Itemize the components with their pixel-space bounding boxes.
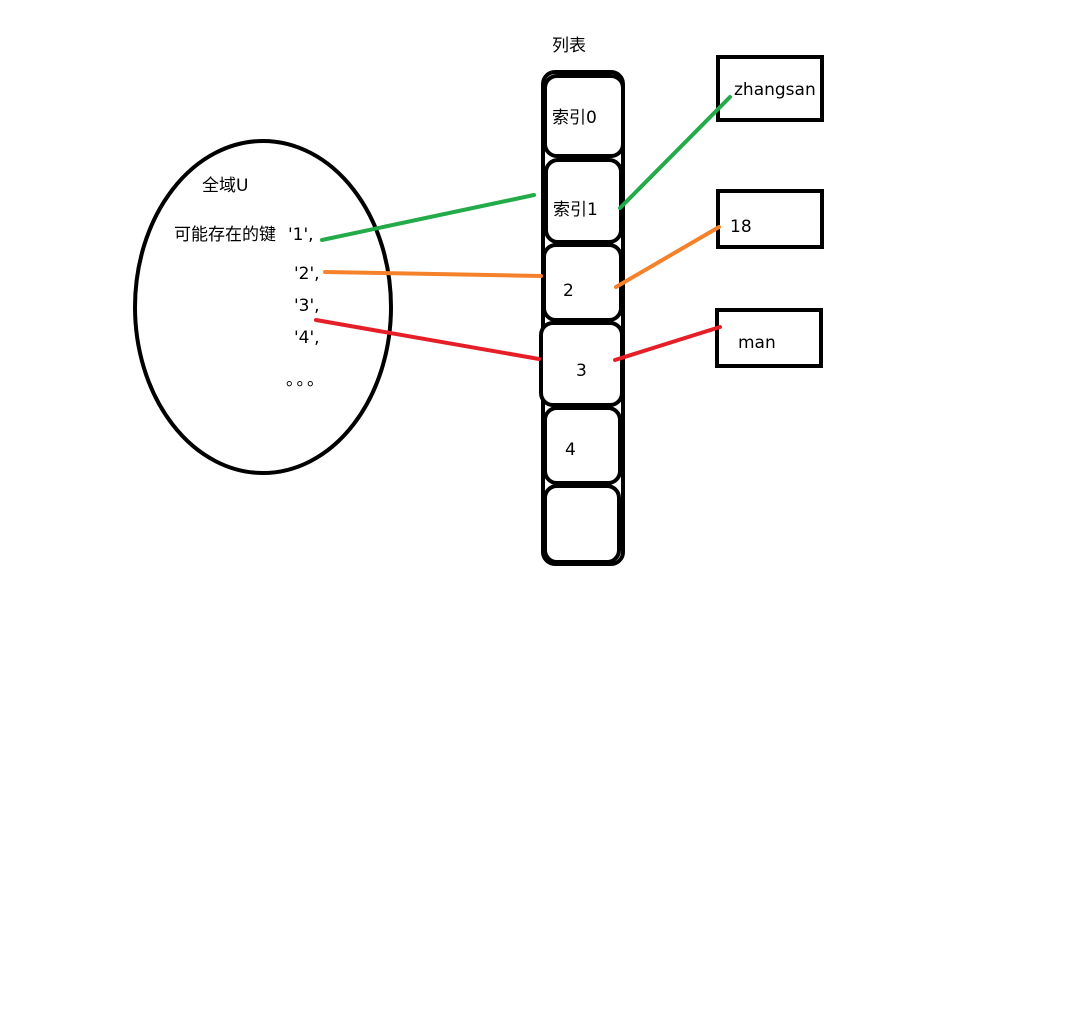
list-cell-4 [543, 406, 622, 485]
list-cell-empty [543, 484, 621, 564]
key-2: '2', [294, 264, 320, 284]
connector-key-3-to-cell-3 [314, 318, 541, 361]
value-box-man [715, 308, 823, 368]
value-box-18 [716, 189, 824, 249]
connector-cell-3-to-man [613, 325, 722, 362]
list-cell-label-3: 3 [576, 361, 587, 381]
list-title: 列表 [552, 36, 586, 56]
value-box-zhangsan [716, 55, 824, 122]
possible-keys-label: 可能存在的键 [174, 225, 276, 245]
list-cell-2 [542, 243, 623, 322]
connector-key-1-to-index-1 [320, 193, 536, 242]
value-label-man: man [738, 333, 776, 353]
list-cell-index-1 [544, 158, 623, 244]
list-cell-label-index-1: 索引1 [553, 200, 598, 220]
universe-ellipse [133, 139, 393, 475]
value-label-18: 18 [730, 217, 752, 237]
universe-title: 全域U [202, 176, 249, 196]
connector-index-1-to-zhangsan [618, 95, 732, 210]
keys-ellipsis: 。。。 [286, 370, 326, 390]
connector-cell-2-to-18 [614, 225, 721, 289]
list-cell-label-index-0: 索引0 [552, 108, 597, 128]
list-cell-3 [539, 321, 624, 407]
key-4: '4', [294, 328, 320, 348]
key-1: '1', [288, 225, 314, 245]
list-cell-index-0 [543, 74, 625, 158]
list-cell-label-4: 4 [565, 440, 576, 460]
key-3: '3', [294, 296, 320, 316]
list-cell-label-2: 2 [563, 281, 574, 301]
connector-key-2-to-cell-2 [323, 270, 543, 278]
value-label-zhangsan: zhangsan [734, 80, 816, 100]
